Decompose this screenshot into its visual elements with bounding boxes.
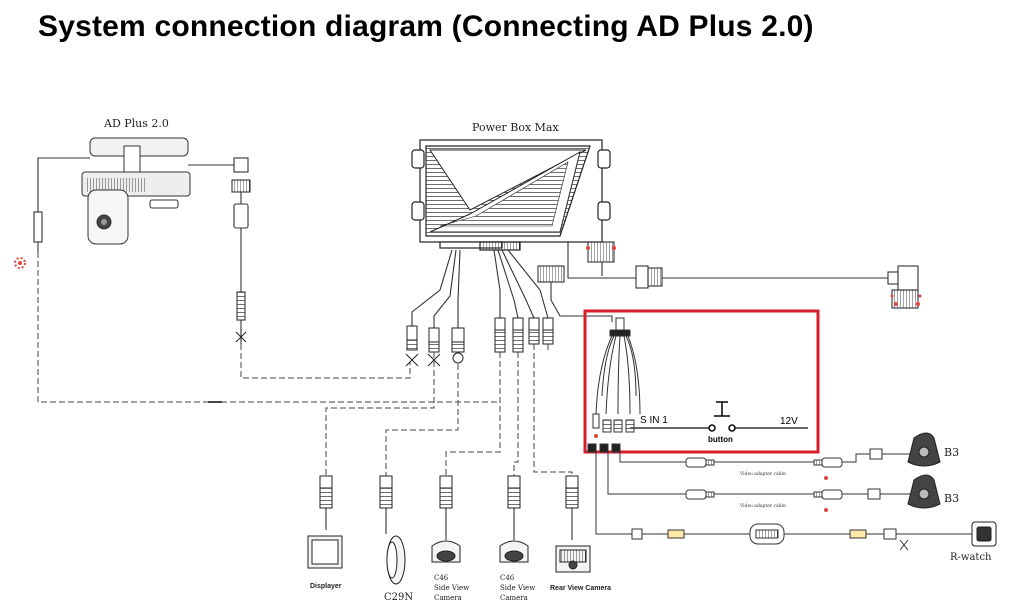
displayer-device bbox=[307, 475, 343, 569]
c46-b-line2: Side View bbox=[500, 584, 535, 592]
c46-camera-b bbox=[499, 475, 529, 563]
ad-plus-label: AD Plus 2.0 bbox=[103, 117, 169, 130]
right-side-wiring bbox=[587, 443, 972, 551]
c46-b-line1: C46 bbox=[500, 574, 515, 582]
c46-b-line3: Camera bbox=[500, 594, 528, 602]
button-label: button bbox=[708, 435, 733, 444]
c46-camera-a bbox=[431, 475, 461, 563]
sin-harness bbox=[592, 317, 808, 433]
b3-top-label: B3 bbox=[944, 446, 959, 459]
rwatch-device bbox=[971, 521, 997, 547]
power-box-device bbox=[411, 139, 611, 251]
dashed-ground-lines bbox=[37, 252, 500, 403]
displayer-label: Displayer bbox=[310, 583, 342, 590]
cable-markers bbox=[824, 476, 828, 512]
video-cable-1-label: Video adapter cable bbox=[739, 471, 786, 477]
ad-plus-device bbox=[81, 137, 191, 245]
highlight-box bbox=[583, 309, 820, 454]
harness-connectors bbox=[406, 317, 554, 364]
c46-a-line3: Camera bbox=[434, 594, 462, 602]
rear-view-camera bbox=[555, 475, 591, 573]
rwatch-label: R-watch bbox=[950, 552, 992, 563]
c46-a-line2: Side View bbox=[434, 584, 469, 592]
c29n-label: C29N bbox=[384, 592, 413, 603]
ad-plus-wiring bbox=[33, 157, 251, 332]
sin-pins bbox=[594, 434, 598, 438]
rear-camera-label: Rear View Camera bbox=[550, 585, 611, 592]
c46-a-line1: C46 bbox=[434, 574, 449, 582]
connector-pins bbox=[586, 246, 922, 306]
video-cable-2-label: Video adapter cable bbox=[739, 503, 786, 509]
page-title: System connection diagram (Connecting AD… bbox=[38, 10, 814, 43]
power-box-label: Power Box Max bbox=[472, 121, 559, 134]
camera-drop-lines bbox=[325, 344, 573, 476]
c29n-device bbox=[379, 475, 406, 585]
warning-indicator-icon bbox=[14, 257, 26, 269]
power-cable-right bbox=[567, 241, 919, 309]
power-box-harness bbox=[411, 249, 613, 328]
push-button-icon[interactable] bbox=[708, 401, 736, 432]
ground-star-icon bbox=[235, 330, 247, 344]
sin-label: S IN 1 bbox=[640, 415, 668, 426]
b3-bottom-label: B3 bbox=[944, 492, 959, 505]
b3-camera-top bbox=[907, 432, 941, 467]
b3-camera-bottom bbox=[907, 474, 941, 509]
v12-label: 12V bbox=[780, 416, 798, 427]
ground-star-icons bbox=[405, 353, 441, 367]
